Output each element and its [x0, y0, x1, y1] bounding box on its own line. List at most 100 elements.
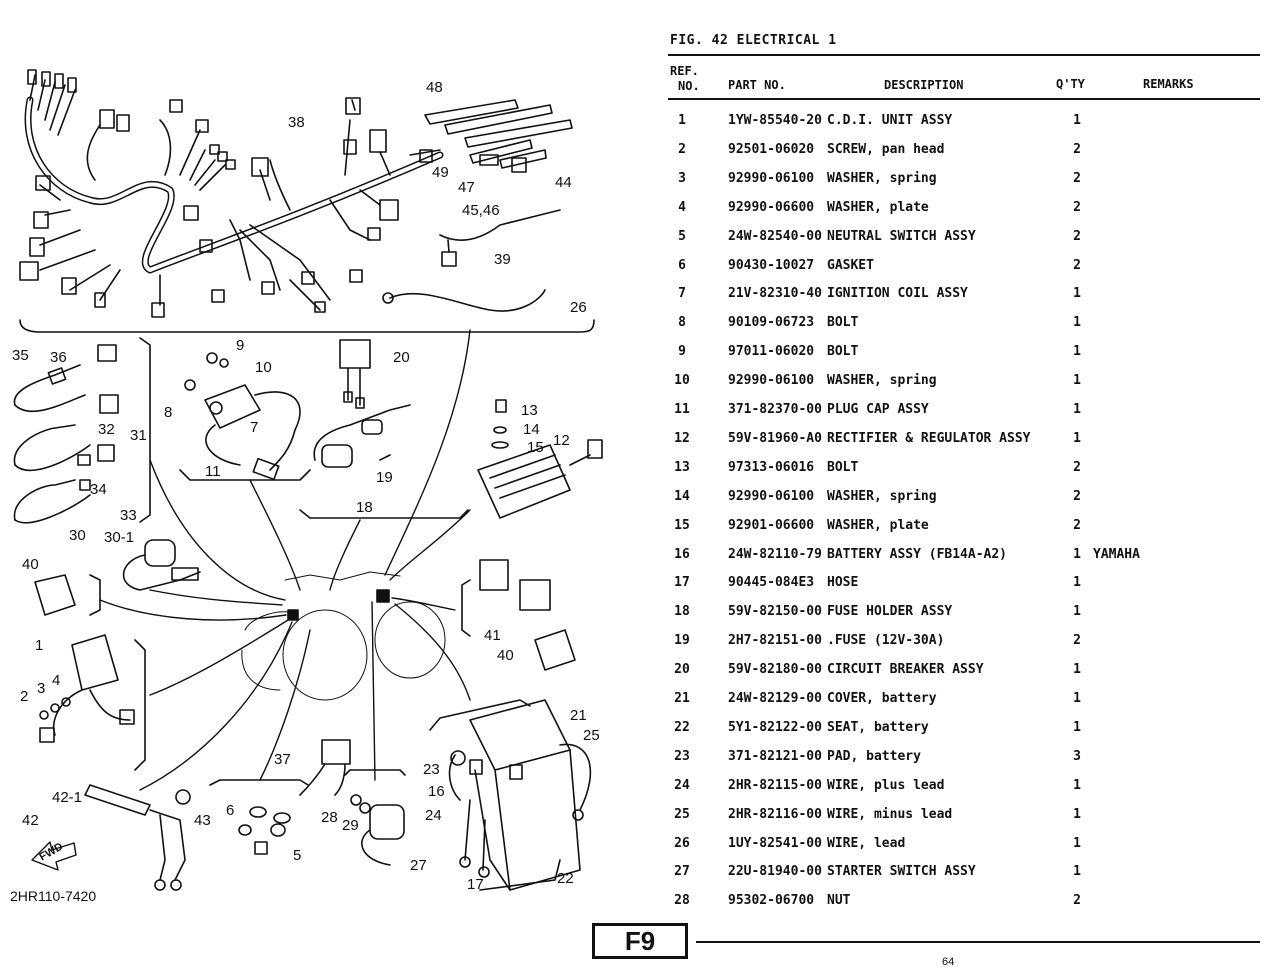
cover-bracket	[89, 574, 101, 616]
quantity-cell: 1	[1073, 806, 1081, 822]
callout-37: 37	[274, 751, 291, 768]
description-cell: PLUG CAP ASSY	[827, 402, 929, 417]
part-number-cell: 59V-82180-00	[728, 662, 822, 678]
part-number-cell: 90109-06723	[728, 315, 815, 331]
quantity-cell: 2	[1073, 170, 1081, 186]
quantity-cell: 1	[1073, 864, 1081, 880]
lead-terminal	[382, 292, 394, 304]
description-cell: FUSE HOLDER ASSY	[827, 604, 953, 620]
quantity-cell: 1	[1073, 777, 1081, 793]
starter-switch-27	[350, 794, 405, 866]
ref-cell: 11	[674, 402, 690, 417]
callout-44: 44	[555, 174, 572, 191]
fuse-holder-18	[313, 404, 411, 468]
callout-1: 1	[35, 637, 44, 654]
harness-connector-marker	[287, 609, 299, 621]
description-cell: WASHER, spring	[827, 170, 937, 186]
callout-15: 15	[527, 439, 544, 456]
callout-10: 10	[255, 359, 272, 376]
part-number-cell: 1YW-85540-20	[728, 113, 822, 128]
part-number-cell: 92990-06100	[728, 170, 815, 186]
quantity-cell: 2	[1073, 257, 1081, 273]
ref-cell: 2	[678, 141, 686, 157]
part-number-cell: 22U-81940-00	[728, 864, 822, 880]
callout-43: 43	[194, 812, 211, 829]
figure-title: FIG. 42 ELECTRICAL 1	[670, 33, 837, 48]
coil-group-bracket	[179, 469, 311, 481]
part-number-cell: 92901-06600	[728, 517, 815, 533]
quantity-cell: 2	[1073, 141, 1081, 157]
quantity-cell: 1	[1073, 344, 1081, 360]
coupler-cover-40-right	[534, 629, 576, 671]
quantity-cell: 1	[1073, 575, 1081, 591]
spark-plug-lead-42	[84, 784, 191, 891]
callout-17: 17	[467, 876, 484, 893]
description-cell: C.D.I. UNIT ASSY	[827, 113, 953, 128]
callout-32: 32	[98, 421, 115, 438]
description-cell: BOLT	[827, 344, 859, 360]
callout-42: 42	[22, 812, 39, 829]
description-cell: STARTER SWITCH ASSY	[827, 864, 976, 880]
callout-7: 7	[250, 419, 259, 436]
coupler-cover-40-left	[34, 574, 76, 616]
quantity-cell: 2	[1073, 517, 1081, 533]
callout-45-46: 45,46	[462, 202, 500, 219]
callout-5: 5	[293, 847, 302, 864]
description-cell: GASKET	[827, 257, 874, 273]
quantity-cell: 1	[1073, 719, 1081, 735]
part-number-cell: 92501-06020	[728, 141, 815, 157]
quantity-cell: 1	[1073, 402, 1081, 417]
ref-cell: 1	[678, 113, 686, 128]
description-cell: PAD, battery	[827, 748, 921, 764]
quantity-cell: 2	[1073, 893, 1081, 909]
ref-cell: 7	[678, 286, 686, 302]
rectifier-regulator-12	[477, 399, 603, 519]
remarks-cell: YAMAHA	[1093, 546, 1140, 562]
callout-23: 23	[423, 761, 440, 778]
quantity-cell: 1	[1073, 662, 1081, 678]
callout-21: 21	[570, 707, 587, 724]
callout-27: 27	[410, 857, 427, 874]
battery-16	[448, 699, 592, 891]
description-cell: .FUSE (12V-30A)	[827, 633, 945, 649]
part-number-cell: 1UY-82541-00	[728, 835, 822, 851]
callout-40-right: 40	[497, 647, 514, 664]
lead-wire-26	[389, 289, 546, 312]
description-cell: HOSE	[827, 575, 859, 591]
ref-cell: 21	[674, 691, 690, 706]
callout-41: 41	[484, 627, 501, 644]
description-cell: WIRE, plus lead	[827, 777, 945, 793]
ref-cell: 25	[674, 806, 690, 822]
part-number-cell: 24W-82110-79	[728, 546, 822, 562]
callout-42-1: 42-1	[52, 789, 83, 806]
description-cell: WIRE, lead	[827, 835, 906, 851]
ref-cell: 28	[674, 893, 690, 909]
quantity-cell: 2	[1073, 459, 1081, 475]
quantity-cell: 2	[1073, 228, 1081, 244]
callout-6: 6	[226, 802, 235, 819]
description-cell: WASHER, plate	[827, 517, 929, 533]
part-number-cell: 5Y1-82122-00	[728, 719, 822, 735]
bottom-left-bracket	[209, 779, 309, 786]
connector-37-wires	[299, 763, 346, 796]
routing-lines	[99, 329, 471, 791]
description-cell: WASHER, spring	[827, 373, 937, 389]
col-header-ref-line2: NO.	[678, 79, 700, 93]
description-cell: WASHER, spring	[827, 488, 937, 504]
ref-cell: 24	[674, 777, 690, 793]
part-number-cell: 59V-82150-00	[728, 604, 822, 620]
cable-ties	[424, 99, 573, 267]
quantity-cell: 1	[1073, 546, 1081, 562]
